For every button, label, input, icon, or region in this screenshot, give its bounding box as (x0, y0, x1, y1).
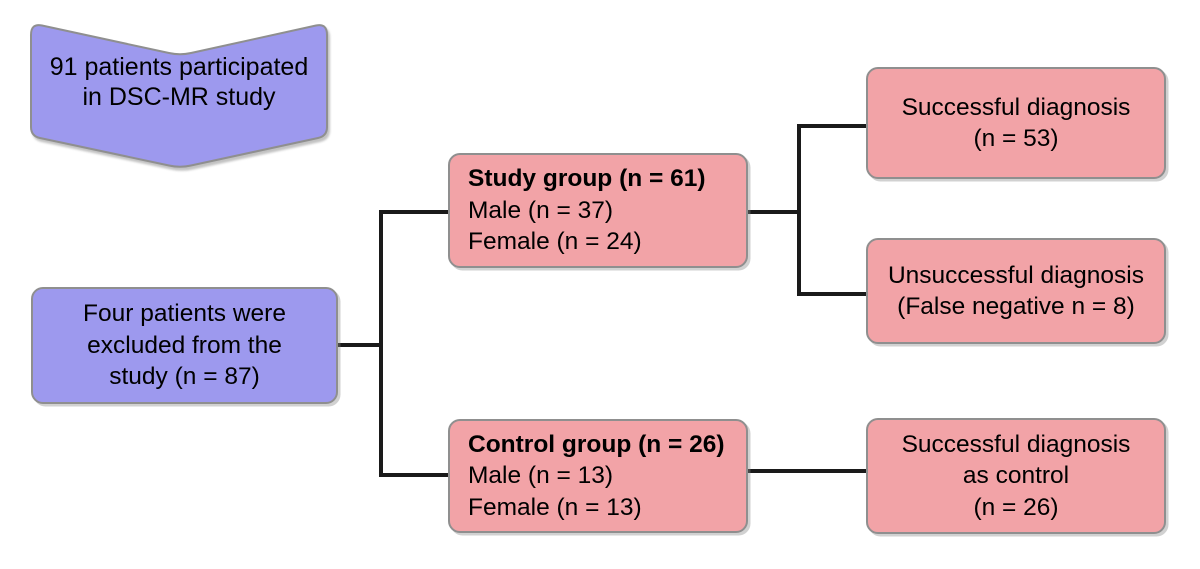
node-control-group-male: Male (n = 13) (468, 462, 614, 490)
node-control-success-line3: (n = 26) (973, 493, 1059, 521)
node-successful-line1: Successful diagnosis (901, 93, 1131, 121)
node-unsuccessful: Unsuccessful diagnosis (False negative n… (866, 238, 1166, 344)
node-excluded-line1: Four patients were (83, 300, 286, 328)
node-excluded: Four patients were excluded from the stu… (31, 287, 338, 404)
node-study-group-male: Male (n = 37) (468, 196, 614, 224)
node-excluded-line3: study (n = 87) (109, 363, 260, 391)
chevron-banner-shape (30, 24, 328, 168)
node-unsuccessful-line1: Unsuccessful diagnosis (887, 261, 1145, 289)
node-participants: 91 patients participated in DSC-MR study (30, 52, 328, 112)
node-control-success: Successful diagnosis as control (n = 26) (866, 418, 1166, 534)
node-excluded-line2: excluded from the (87, 331, 282, 359)
node-participants-line2: in DSC-MR study (82, 83, 276, 111)
node-control-group-female: Female (n = 13) (468, 493, 642, 521)
node-study-group-female: Female (n = 24) (468, 228, 642, 256)
node-study-group-title: Study group (n = 61) (468, 165, 706, 193)
node-control-group-title: Control group (n = 26) (468, 430, 725, 458)
node-study-group: Study group (n = 61) Male (n = 37) Femal… (448, 153, 748, 268)
node-participants-line1: 91 patients participated (49, 53, 309, 81)
node-control-success-line2: as control (962, 462, 1070, 490)
node-successful-line2: (n = 53) (973, 125, 1059, 152)
node-unsuccessful-line2: (False negative n = 8) (897, 293, 1135, 320)
node-control-group: Control group (n = 26) Male (n = 13) Fem… (448, 419, 748, 533)
node-successful: Successful diagnosis (n = 53) (866, 67, 1166, 179)
node-control-success-line1: Successful diagnosis (901, 430, 1131, 458)
